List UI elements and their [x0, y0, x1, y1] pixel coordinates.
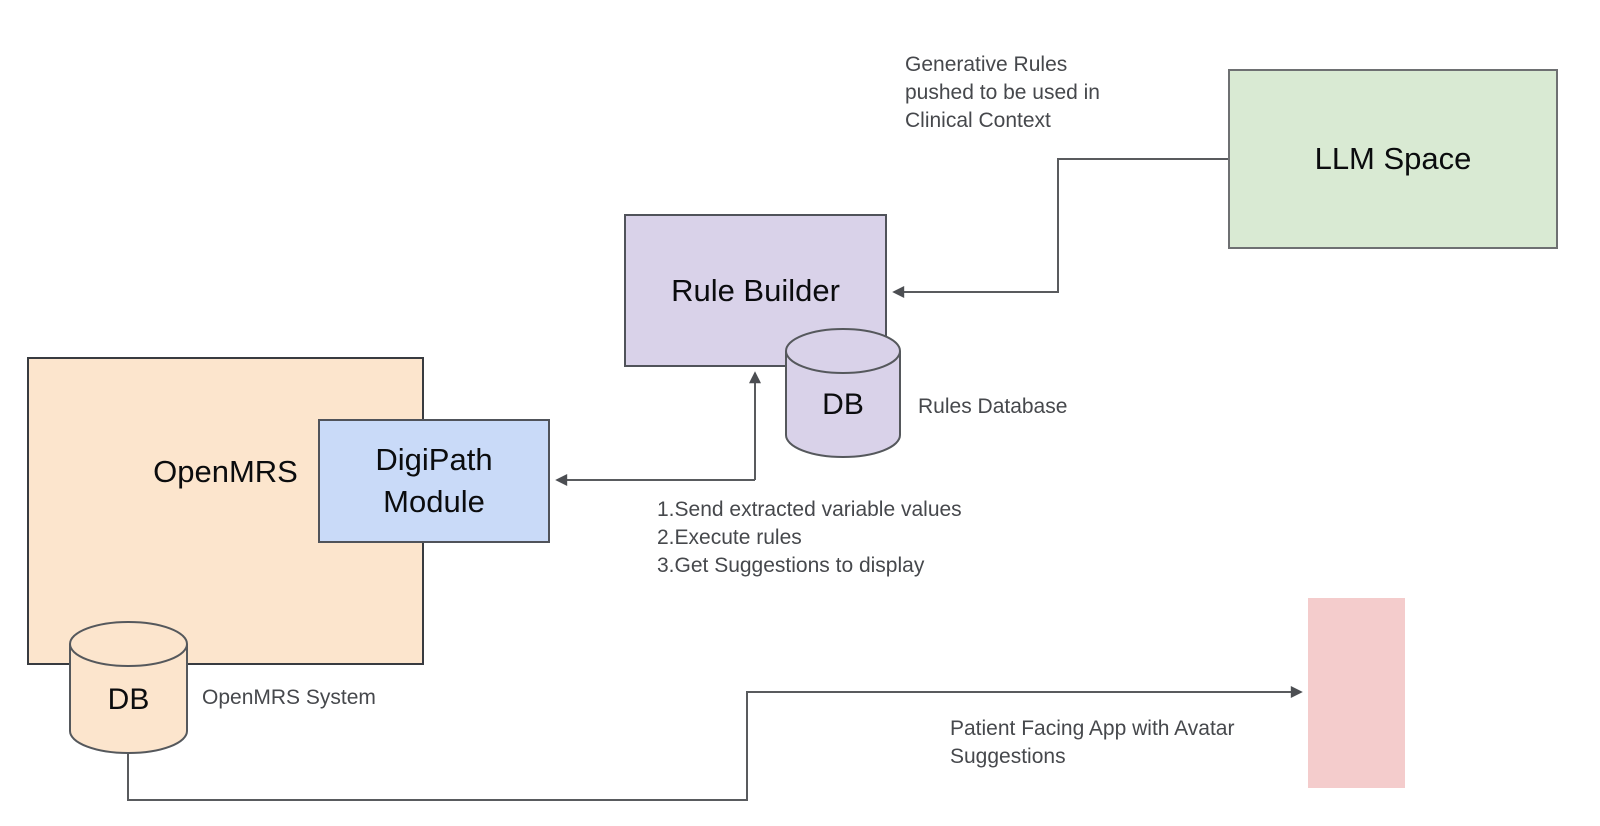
rules-db-label: DB [822, 388, 864, 421]
generative-rules-annotation: Generative Rules pushed to be used in Cl… [905, 51, 1100, 135]
rule-builder-label: Rule Builder [671, 272, 840, 308]
generative-rules-line1: Generative Rules [905, 53, 1068, 76]
openmrs-system-caption: OpenMRS System [202, 686, 376, 709]
llm-space-label: LLM Space [1314, 141, 1472, 176]
rule-builder-box: Rule Builder [624, 214, 887, 367]
digipath-module-label-line2: Module [383, 484, 485, 519]
openmrs-label: OpenMRS [153, 454, 298, 489]
openmrs-db-label: DB [107, 683, 150, 716]
patient-facing-app-box [1308, 598, 1405, 788]
connector-llm-to-rule-builder [892, 158, 1228, 298]
digipath-module-box: DigiPath Module [318, 419, 550, 543]
digipath-module-label-line1: DigiPath [375, 442, 493, 477]
patient-app-line1: Patient Facing App with Avatar [950, 717, 1235, 740]
llm-space-box: LLM Space [1228, 69, 1558, 249]
step-3: 3.Get Suggestions to display [657, 554, 925, 577]
step-2: 2.Execute rules [657, 526, 802, 549]
generative-rules-line2: pushed to be used in [905, 81, 1100, 104]
patient-app-line2: Suggestions [950, 745, 1066, 768]
steps-annotation: 1.Send extracted variable values 2.Execu… [657, 496, 962, 580]
generative-rules-line3: Clinical Context [905, 109, 1051, 132]
patient-app-annotation: Patient Facing App with Avatar Suggestio… [950, 715, 1234, 771]
rules-database-caption: Rules Database [918, 395, 1068, 418]
step-1: 1.Send extracted variable values [657, 498, 962, 521]
